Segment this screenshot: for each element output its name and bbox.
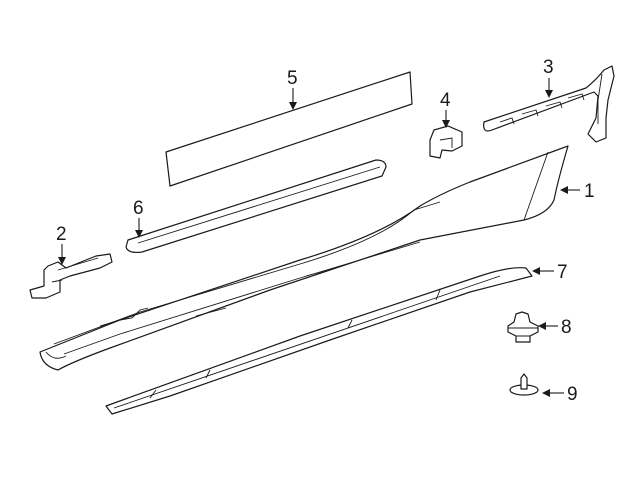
callout-3: 3	[543, 57, 554, 78]
callout-2: 2	[56, 224, 67, 245]
leader-2	[58, 244, 66, 265]
callout-4: 4	[440, 90, 451, 111]
callout-9: 9	[567, 384, 578, 405]
callout-7: 7	[557, 262, 568, 283]
part-4-bracket	[429, 125, 463, 159]
part-9-rivet	[509, 373, 539, 396]
part-5-stripe	[165, 71, 413, 187]
part-1-rocker-panel	[39, 145, 569, 371]
leader-6	[135, 218, 143, 238]
part-7-lower-strip	[105, 267, 533, 415]
part-3-rear-trim	[483, 65, 615, 143]
part-8-push-clip	[507, 311, 539, 343]
leader-9	[542, 389, 564, 397]
leader-7	[532, 267, 554, 275]
leader-4	[442, 110, 450, 128]
callout-8: 8	[561, 317, 572, 338]
callout-5: 5	[287, 68, 298, 89]
leader-3	[545, 78, 553, 98]
part-2-bracket	[29, 253, 113, 299]
callout-6: 6	[133, 198, 144, 219]
part-6-trim-strip	[125, 159, 387, 254]
leader-1	[560, 186, 580, 194]
callout-1: 1	[584, 181, 595, 202]
leader-5	[289, 88, 297, 110]
leader-8	[538, 322, 558, 330]
